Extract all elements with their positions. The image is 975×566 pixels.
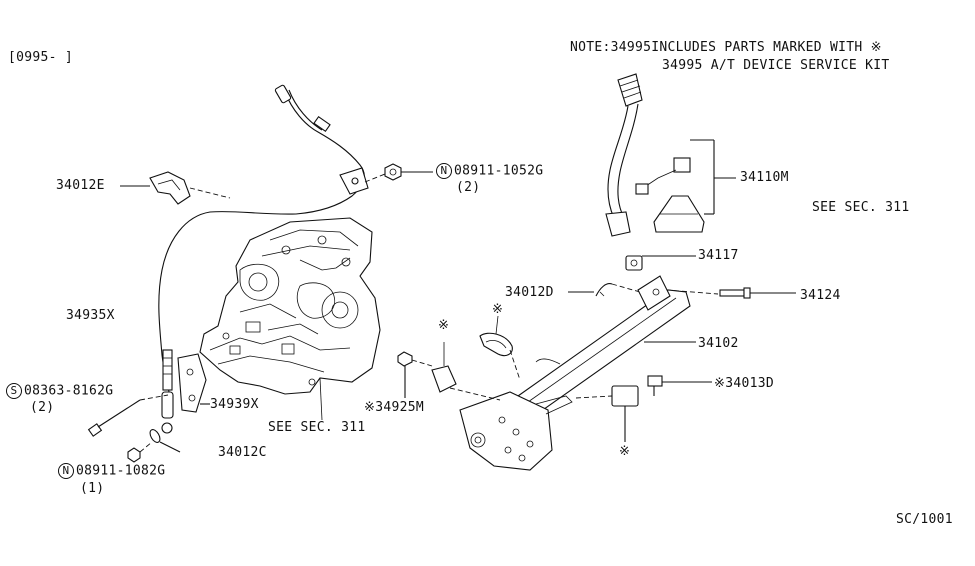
clamp <box>479 315 521 381</box>
note-line-2: 34995 A/T DEVICE SERVICE KIT <box>662 58 890 73</box>
part-number: 08911-1082G <box>76 463 166 479</box>
label-34012E: 34012E <box>56 178 105 193</box>
label-34102: 34102 <box>698 336 739 351</box>
label-34012C: 34012C <box>218 445 267 460</box>
bracket-34939X <box>177 353 210 413</box>
qty-08911-1052G: (2) <box>456 180 481 195</box>
bolt-34013D <box>575 375 712 442</box>
label-see-sec-311-right: SEE SEC. 311 <box>812 200 910 215</box>
transmission-assembly <box>199 217 381 421</box>
label-34110M: 34110M <box>740 170 789 185</box>
label-34013D: ※34013D <box>714 376 774 391</box>
label-34124: 34124 <box>800 288 841 303</box>
label-34939X: 34939X <box>210 397 259 412</box>
n-marker-icon: N <box>58 463 74 479</box>
shift-lever-34110M <box>605 73 736 237</box>
s-marker-icon: S <box>6 383 22 399</box>
clip-34012E <box>120 171 231 205</box>
bolt-34925M <box>397 342 501 401</box>
control-cable <box>158 84 369 434</box>
note-line-1: NOTE:34995INCLUDES PARTS MARKED WITH ※ <box>570 40 882 55</box>
pin-34012D <box>568 283 641 297</box>
clip-34117 <box>625 255 696 271</box>
kit-mark-34925M-bracket: ※ <box>438 318 450 333</box>
bolt-08363-8162G <box>87 394 169 437</box>
label-34925M: ※34925M <box>364 400 424 415</box>
date-code: [0995- ] <box>8 50 74 65</box>
kit-mark-clamp: ※ <box>492 302 504 317</box>
qty-08363-8162G: (2) <box>30 400 55 415</box>
kit-mark-34013D-block: ※ <box>619 444 631 459</box>
part-number: 08911-1052G <box>454 163 544 179</box>
diagram-code: SC/1001 <box>896 512 953 527</box>
nut-08911-1052G <box>364 163 433 183</box>
washer-34012C <box>127 429 181 463</box>
part-number: 08363-8162G <box>24 383 114 399</box>
n-marker-icon: N <box>436 163 452 179</box>
qty-08911-1082G: (1) <box>80 481 105 496</box>
bolt-34124 <box>665 287 796 299</box>
label-34935X: 34935X <box>66 308 115 323</box>
label-34117: 34117 <box>698 248 739 263</box>
label-see-sec-311-bottom: SEE SEC. 311 <box>268 420 366 435</box>
control-device-34102 <box>459 275 696 471</box>
label-34012D: 34012D <box>505 285 554 300</box>
